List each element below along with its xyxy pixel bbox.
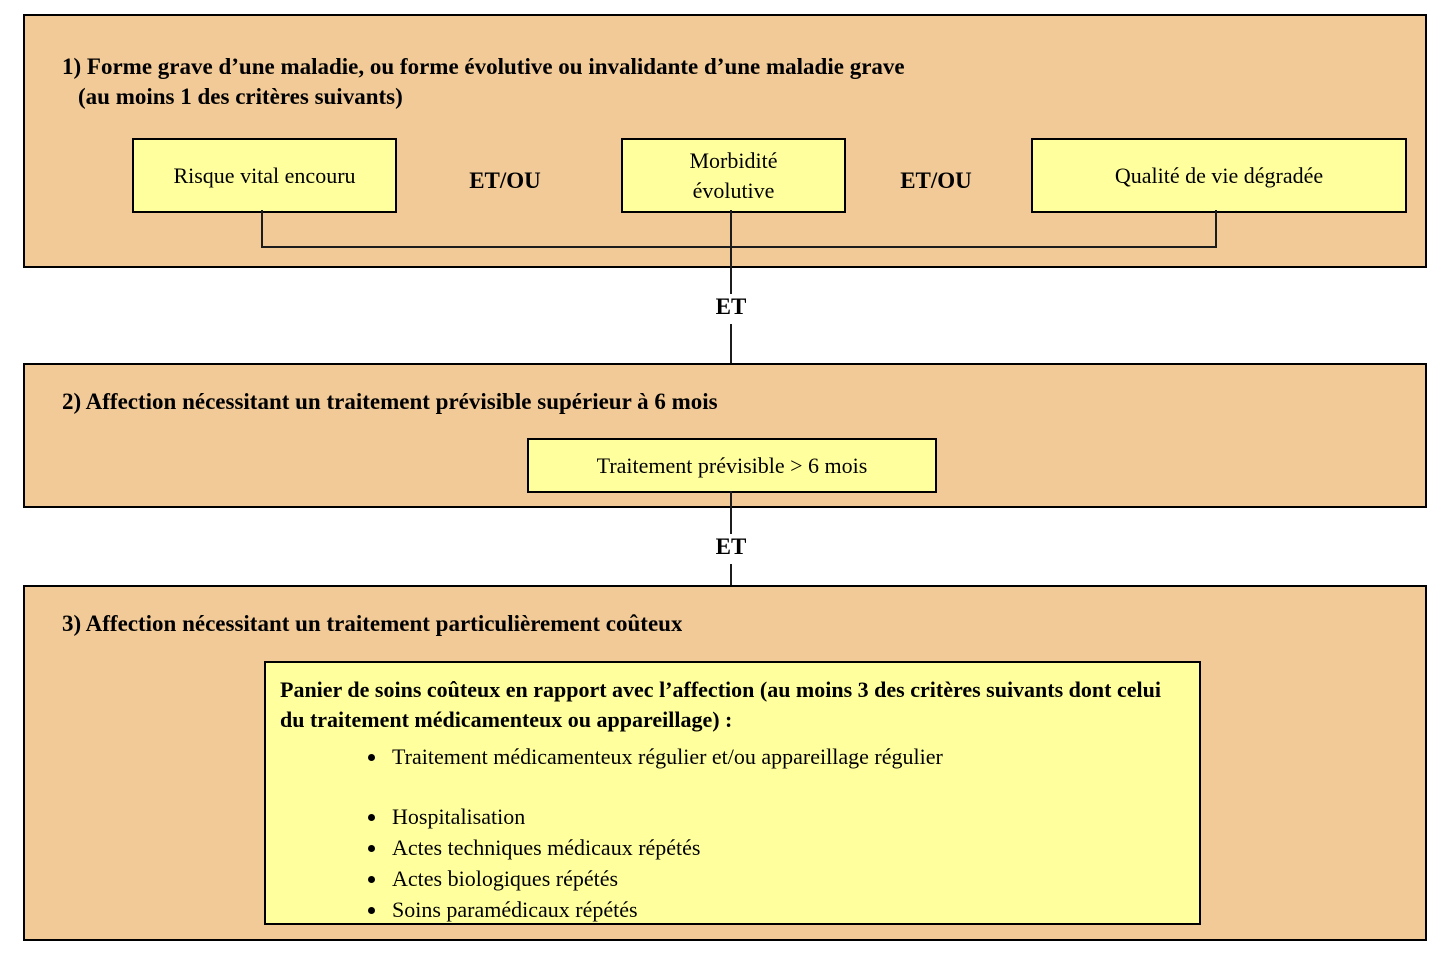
panel1-title: 1) Forme grave d’une maladie, ou forme é…	[62, 52, 905, 112]
bullet-actes-techniques: Actes techniques médicaux répétés	[388, 832, 1181, 863]
panel-traitement-6-mois: 2) Affection nécessitant un traitement p…	[23, 363, 1427, 508]
connector-stub-traitement	[730, 491, 732, 508]
connector-et1-top	[730, 268, 732, 294]
et-ou-label-2: ET/OU	[900, 168, 972, 193]
panier-soins-header: Panier de soins coûteux en rapport avec …	[280, 677, 1161, 732]
criterion-box-traitement-previsible-label: Traitement prévisible > 6 mois	[596, 452, 868, 478]
connector-horizontal-criteria	[261, 246, 1217, 248]
criterion-box-risque-vital: Risque vital encouru	[132, 138, 397, 213]
connector-et1-bottom	[730, 324, 732, 363]
panel1-title-line: 1) Forme grave d’une maladie, ou forme é…	[62, 54, 905, 79]
panel-forme-grave: 1) Forme grave d’une maladie, ou forme é…	[23, 14, 1427, 268]
connector-stub-risque	[261, 210, 263, 248]
criterion-box-qualite-vie: Qualité de vie dégradée	[1031, 138, 1407, 213]
panier-soins-bullet-list: Traitement médicamenteux régulier et/ou …	[280, 741, 1181, 925]
panel3-title: 3) Affection nécessitant un traitement p…	[62, 611, 683, 636]
bullet-soins-paramedicaux: Soins paramédicaux répétés	[388, 894, 1181, 925]
criterion-box-morbidite-label: Morbidité évolutive	[689, 147, 778, 203]
criterion-box-traitement-previsible: Traitement prévisible > 6 mois	[527, 438, 937, 493]
bullet-hospitalisation: Hospitalisation	[388, 801, 1181, 832]
panel1-subtitle: (au moins 1 des critères suivants)	[78, 84, 403, 109]
panel-traitement-couteux: 3) Affection nécessitant un traitement p…	[23, 585, 1427, 941]
connector-stub-qualite	[1215, 210, 1217, 248]
bullet-traitement-medicamenteux: Traitement médicamenteux régulier et/ou …	[388, 741, 1181, 772]
panier-soins-box: Panier de soins coûteux en rapport avec …	[264, 661, 1201, 925]
criterion-box-morbidite: Morbidité évolutive	[621, 138, 846, 213]
connector-stub-morbidite	[730, 210, 732, 268]
et-connector-label-1: ET	[715, 294, 747, 319]
bullet-actes-biologiques: Actes biologiques répétés	[388, 863, 1181, 894]
connector-et2-top	[730, 508, 732, 534]
et-connector-label-2: ET	[715, 534, 747, 559]
panel2-title: 2) Affection nécessitant un traitement p…	[62, 389, 718, 414]
criterion-box-risque-vital-label: Risque vital encouru	[173, 162, 356, 188]
connector-et2-bottom	[730, 564, 732, 585]
et-ou-label-1: ET/OU	[469, 168, 541, 193]
criterion-box-qualite-vie-label: Qualité de vie dégradée	[1114, 162, 1324, 188]
